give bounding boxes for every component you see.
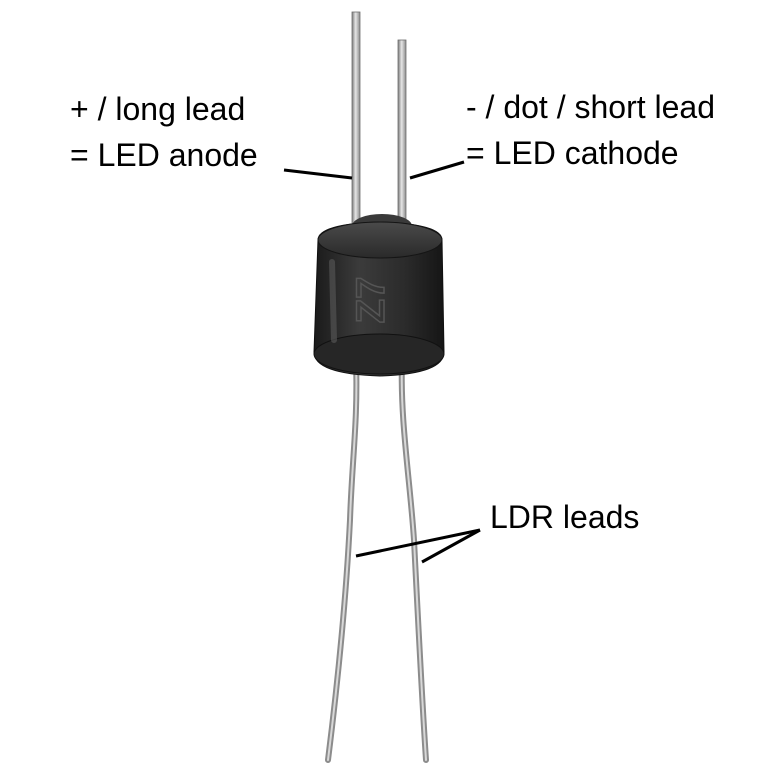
ldr-lead-left <box>325 359 360 763</box>
anode-pointer-line <box>283 168 353 180</box>
ldr-pointer-line-right <box>421 528 481 564</box>
cathode-label-line1: - / dot / short lead <box>466 89 716 125</box>
ldr-lead-right-highlight <box>400 361 427 761</box>
cathode-label: - / dot / short lead = LED cathode <box>466 84 715 176</box>
anode-label: + / long lead = LED anode <box>70 86 258 178</box>
cathode-pointer-line <box>409 160 465 180</box>
component-marking-text: Z7 <box>349 277 393 324</box>
ldr-leads-label-text: LDR leads <box>490 499 640 535</box>
anode-label-line1: + / long lead <box>70 91 246 127</box>
cathode-label-line2: = LED cathode <box>466 135 679 171</box>
anode-label-line2: = LED anode <box>70 137 258 173</box>
led-cathode-lead <box>397 39 407 225</box>
ldr-pointer-line-left <box>355 528 481 558</box>
body-highlight <box>329 259 337 343</box>
ldr-lead-left-highlight <box>327 361 358 761</box>
led-anode-lead <box>351 11 361 225</box>
ldr-leads-label: LDR leads <box>490 494 639 540</box>
component-bottom-rim <box>313 333 445 375</box>
component-marking: Z7 <box>348 276 394 324</box>
component-top-cap <box>317 221 443 259</box>
